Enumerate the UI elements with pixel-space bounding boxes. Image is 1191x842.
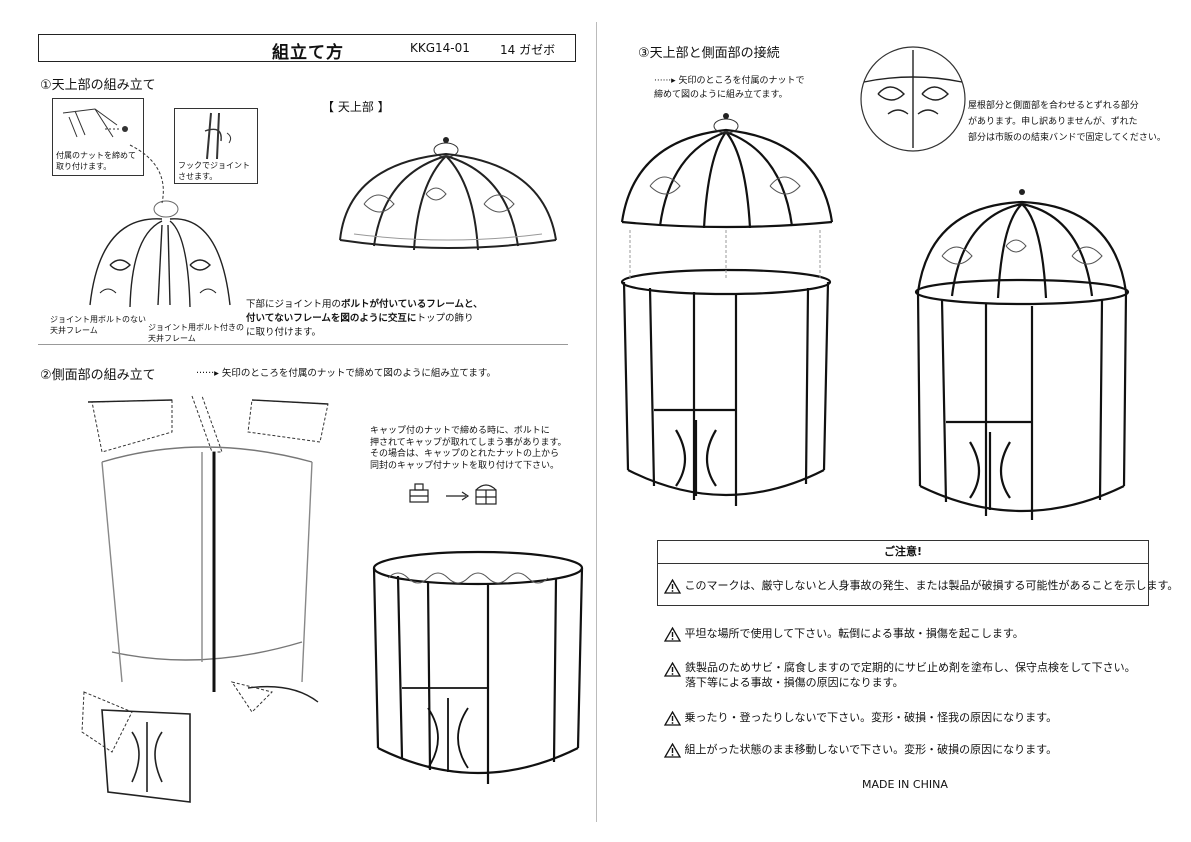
- nut-detail-illustration: [62, 108, 128, 138]
- dome-label: 【 天上部 】: [322, 100, 390, 114]
- caution-heading: ご注意!: [657, 540, 1149, 564]
- roof-exploded-illustration: [620, 113, 834, 229]
- warning-icon: [663, 661, 682, 677]
- completed-gazebo-illustration: [914, 189, 1130, 520]
- bolt-frame-label: ジョイント用ボルト付きの 天井フレーム: [148, 323, 244, 343]
- product-model: 14 ガゼボ: [500, 43, 556, 57]
- no-bolt-frame-label: ジョイント用ボルトのない 天井フレーム: [50, 315, 146, 335]
- hook-callout-text: フックでジョイント させます。: [178, 161, 250, 181]
- section2-arrow-note: ······▸ 矢印のところを付属のナットで締めて図のように組み立てます。: [196, 368, 496, 379]
- caution-item-text: 鉄製品のためサビ・腐食しますので定期的にサビ止め剤を塗布し、保守点検をして下さい…: [685, 661, 1136, 689]
- side-frame-assembled-illustration: [372, 550, 584, 784]
- section-divider: [38, 344, 568, 345]
- caution-box: [657, 540, 1149, 606]
- section2-title: ②側面部の組み立て: [40, 368, 156, 383]
- cable-tie-note: 屋根部分と側面部を合わせるとずれる部分 があります。申し訳ありませんが、ずれた …: [968, 101, 1166, 143]
- hook-callout-box: [174, 108, 258, 184]
- product-code: KKG14-01: [410, 41, 470, 55]
- cap-nut-note: キャップ付のナットで締める時に、ボルトに 押されてキャップが取れてしまう事があり…: [370, 426, 567, 471]
- warning-icon: [663, 742, 682, 758]
- dome-frame-assembly-illustration: [89, 144, 231, 308]
- caution-mark-meaning: このマークは、厳守しないと人身事故の発生、または製品が破損する可能性があることを…: [663, 578, 1179, 594]
- section1-instruction-1: 下部にジョイント用のボルトが付いているフレームと、: [246, 298, 483, 311]
- section3-arrow-note: ······▸ 矢印のところを付属のナットで 締めて図のように組み立てます。: [654, 76, 805, 100]
- section1-instruction-3: に取り付けます。: [246, 327, 322, 338]
- caution-item: 組上がった状態のまま移動しないで下さい。変形・破損の原因になります。: [663, 742, 1058, 758]
- nut-callout-text: 付属のナットを締めて 取り付けます。: [56, 151, 136, 171]
- caution-item: 鉄製品のためサビ・腐食しますので定期的にサビ止め剤を塗布し、保守点検をして下さい…: [663, 660, 1136, 690]
- nut-callout-box: [52, 98, 144, 176]
- instruction-bold: 付いてないフレームを図のように交互に: [246, 313, 417, 324]
- section1-title: ①天上部の組み立て: [40, 78, 156, 93]
- caution-item: 平坦な場所で使用して下さい。転倒による事故・損傷を起こします。: [663, 626, 1024, 642]
- warning-icon: [663, 710, 682, 726]
- misalignment-detail-illustration: [860, 46, 966, 152]
- instruction-text: トップの飾り: [416, 313, 474, 324]
- dome-roof-illustration: [339, 137, 557, 251]
- instruction-text: 下部にジョイント用の: [246, 299, 342, 310]
- caution-mark-text: このマークは、厳守しないと人身事故の発生、または製品が破損する可能性があることを…: [684, 579, 1179, 592]
- instruction-bold: ボルトが付いているフレームと、: [341, 299, 483, 310]
- cap-nut-replacement-icon: [409, 483, 497, 505]
- side-frame-connection-illustration: [620, 230, 832, 506]
- column-divider: [596, 22, 597, 822]
- hook-detail-illustration: [204, 112, 232, 160]
- side-frame-exploded-illustration: [81, 395, 329, 803]
- made-in-label: MADE IN CHINA: [862, 778, 948, 791]
- warning-icon: [663, 626, 682, 642]
- caution-item-text: 組上がった状態のまま移動しないで下さい。変形・破損の原因になります。: [684, 743, 1058, 756]
- section1-instruction-2: 付いてないフレームを図のように交互にトップの飾り: [246, 312, 473, 325]
- caution-item: 乗ったり・登ったりしないで下さい。変形・破損・怪我の原因になります。: [663, 710, 1058, 726]
- section3-title: ③天上部と側面部の接続: [638, 46, 780, 61]
- caution-item-text: 乗ったり・登ったりしないで下さい。変形・破損・怪我の原因になります。: [684, 711, 1058, 724]
- caution-item-text: 平坦な場所で使用して下さい。転倒による事故・損傷を起こします。: [684, 627, 1024, 640]
- page-title: 組立て方: [272, 43, 344, 63]
- title-box: [38, 34, 576, 62]
- warning-icon: [663, 578, 682, 594]
